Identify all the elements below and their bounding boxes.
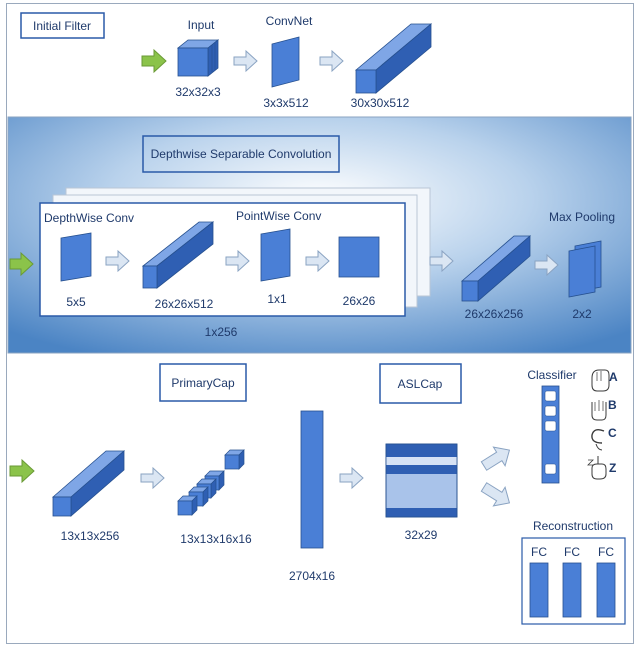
input-volume (176, 39, 220, 77)
depthwise-title: Depthwise Separable Convolution (151, 147, 332, 161)
depthwise-kernel (60, 232, 92, 282)
flattened-capsules (300, 410, 324, 549)
arrow-icon (429, 249, 454, 273)
convnet-title: ConvNet (266, 14, 313, 28)
arrow-icon (105, 249, 130, 273)
class-label-a: A (609, 370, 618, 384)
arrow-icon (534, 253, 559, 277)
class-label-c: C (608, 426, 617, 440)
input-title: Input (188, 18, 215, 32)
fc-label: FC (531, 545, 547, 559)
maxpool-maps (568, 240, 602, 298)
depthwise-kernel-dim: 5x5 (66, 295, 86, 309)
pointwise-out-dim: 26x26 (343, 294, 376, 308)
repeat-label: 1x256 (205, 325, 238, 339)
primary-cap-box (159, 363, 247, 402)
primary-cap-label: PrimaryCap (171, 376, 235, 390)
hand-sign-b-icon (591, 400, 607, 421)
fc-layer (596, 562, 616, 618)
hand-sign-z-icon (587, 456, 607, 480)
convnet-filter (271, 36, 300, 88)
fc-label: FC (564, 545, 580, 559)
depthwise-conv-title: DepthWise Conv (44, 211, 134, 225)
asl-cap-label: ASLCap (398, 377, 443, 391)
feature-block-13x13x256 (51, 450, 126, 517)
hand-sign-a-icon (591, 369, 610, 392)
pointwise-kernel (260, 228, 291, 282)
asl-dim: 32x29 (405, 528, 438, 542)
pointwise-kernel-dim: 1x1 (267, 292, 287, 306)
convnet-dim: 3x3x512 (263, 96, 309, 110)
initial-filter-box (20, 12, 105, 39)
input-arrow-icon (9, 251, 34, 277)
asl-capsule-matrix (385, 443, 458, 518)
depthwise-out-dim: 26x26x512 (155, 297, 214, 311)
arrow-down-right-icon (480, 482, 511, 507)
primary-capsules (177, 449, 245, 516)
class-label-b: B (608, 398, 617, 412)
feature-block-26x26x512 (141, 221, 215, 289)
input-arrow-icon (141, 48, 167, 74)
depthwise-title-box (142, 135, 340, 173)
pointwise-output-map (338, 236, 380, 278)
input-arrow-icon (9, 458, 35, 484)
class-label-z: Z (609, 461, 616, 475)
arrow-icon (319, 49, 344, 73)
fc-layer (562, 562, 582, 618)
asl-cap-box (379, 363, 462, 404)
arrow-icon (225, 249, 250, 273)
conv-out-dim: 13x13x256 (61, 529, 120, 543)
output-dim: 30x30x512 (351, 96, 410, 110)
flat-dim: 2704x16 (289, 569, 335, 583)
reconstruction-title: Reconstruction (533, 519, 613, 533)
arrow-icon (339, 466, 364, 490)
feature-block-26x26x256 (460, 235, 532, 302)
arrow-up-right-icon (480, 446, 511, 471)
feature-block-30x30x512 (354, 23, 433, 94)
fc-label: FC (598, 545, 614, 559)
pointwise-conv-title: PointWise Conv (236, 209, 321, 223)
input-dim: 32x32x3 (175, 85, 221, 99)
maxpool-dim: 2x2 (572, 307, 592, 321)
classifier-title: Classifier (527, 368, 576, 382)
initial-filter-label: Initial Filter (33, 19, 91, 33)
arrow-icon (233, 49, 258, 73)
stack-out-dim: 26x26x256 (465, 307, 524, 321)
classifier-vector (541, 385, 560, 484)
arrow-icon (140, 466, 165, 490)
primary-dim: 13x13x16x16 (180, 532, 252, 546)
fc-layer (529, 562, 549, 618)
maxpool-title: Max Pooling (549, 210, 615, 224)
arrow-icon (305, 249, 330, 273)
hand-sign-c-icon (591, 428, 605, 451)
